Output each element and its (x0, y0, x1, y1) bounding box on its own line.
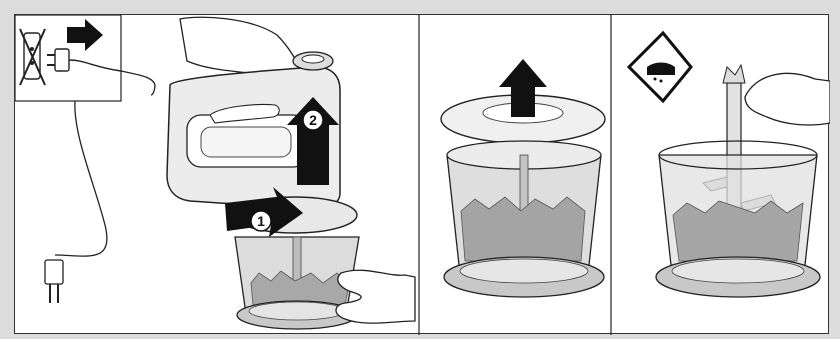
illustration-frame: 2 1 (14, 14, 829, 334)
step-1-number: 1 (257, 213, 265, 229)
panel-3-remove-blade (629, 33, 830, 297)
panel-2-remove-lid (441, 59, 605, 297)
step-2-number: 2 (309, 112, 317, 128)
hand-holding-blade (745, 73, 830, 125)
instruction-illustration: 2 1 (15, 15, 830, 335)
unplug-inset (15, 15, 121, 101)
panel-1-detach-motor: 2 1 (15, 15, 415, 329)
chopper-bowl-open (444, 141, 604, 297)
cord-plug-icon (45, 260, 63, 303)
chopper-bowl-empty-blade (656, 141, 820, 297)
blade-hazard-warning-icon (629, 33, 691, 101)
